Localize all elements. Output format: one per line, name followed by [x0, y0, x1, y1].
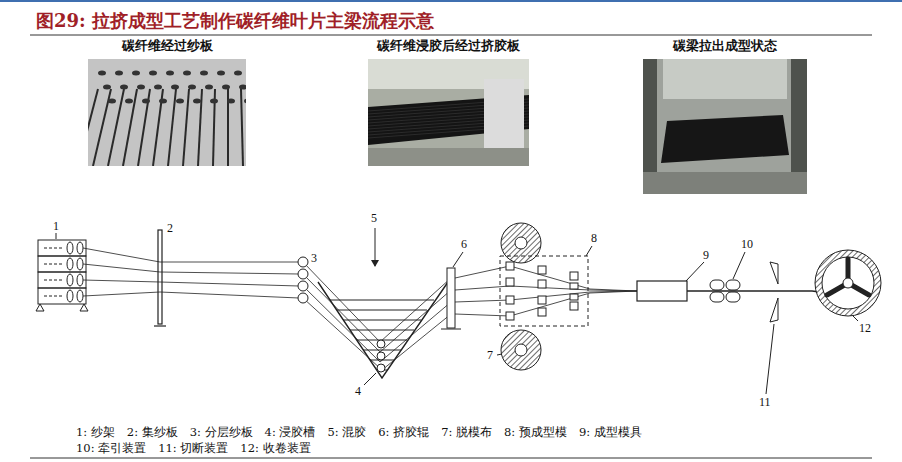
puller — [710, 252, 745, 302]
forming-die — [637, 262, 826, 301]
part-key: 9: 成型模具 — [579, 425, 642, 440]
callout-number: 8 — [590, 232, 598, 245]
gathering-plate — [154, 230, 166, 326]
part-key: 11: 切断装置 — [158, 441, 228, 456]
callout-number: 7 — [486, 349, 494, 362]
title-rule — [30, 35, 872, 36]
photo-caption: 碳纤维经过纱板 — [84, 38, 250, 55]
photo-panel: 碳梁拉出成型状态 — [640, 38, 810, 194]
callout-number: 5 — [370, 212, 378, 225]
top-rule — [0, 0, 902, 2]
part-key: 7: 脱模布 — [441, 425, 492, 440]
photo-panel: 碳纤维浸胶后经过挤胶板 — [352, 38, 544, 166]
part-key: 3: 分层纱板 — [190, 425, 253, 440]
callout-number: 3 — [310, 252, 318, 265]
part-key: 10: 牵引装置 — [76, 441, 146, 456]
part-key: 6: 挤胶辊 — [378, 425, 429, 440]
layer-plate — [298, 257, 308, 303]
photo — [368, 59, 529, 166]
preform-die — [500, 246, 592, 326]
callout-number: 6 — [460, 238, 468, 251]
part-key: 1: 纱架 — [76, 425, 115, 440]
cutter — [766, 262, 778, 394]
callout-number: 1 — [52, 220, 60, 233]
part-key: 4: 浸胶槽 — [265, 425, 316, 440]
callout-number: 4 — [354, 385, 362, 398]
photo-caption: 碳梁拉出成型状态 — [640, 38, 810, 55]
callout-number: 2 — [166, 222, 174, 235]
legend-row: 10: 牵引装置 11: 切断装置 12: 收卷装置 — [76, 441, 323, 456]
callout-number: 9 — [702, 249, 710, 262]
fiber-bundles — [83, 248, 637, 370]
part-key: 5: 混胶 — [327, 425, 366, 440]
photo-caption: 碳纤维浸胶后经过挤胶板 — [352, 38, 544, 55]
part-key: 12: 收卷装置 — [240, 441, 310, 456]
legend-row: 1: 纱架 2: 集纱板 3: 分层纱板 4: 浸胶槽 5: 混胶 6: 挤胶辊 7: 脱模… — [76, 425, 654, 440]
callout-number: 12 — [858, 322, 872, 335]
photo — [88, 59, 246, 166]
callout-number: 11 — [758, 396, 772, 409]
figure-title: 图29: 拉挤成型工艺制作碳纤维叶片主梁流程示意 — [36, 9, 434, 33]
winder — [815, 250, 881, 321]
squeeze-roller — [441, 252, 463, 329]
photo — [643, 59, 807, 194]
part-key: 2: 集纱板 — [127, 425, 178, 440]
callout-number: 10 — [740, 238, 754, 251]
photo-panel: 碳纤维经过纱板 — [84, 38, 250, 166]
bottom-rule — [30, 458, 872, 459]
release-cloth-rolls — [497, 223, 541, 370]
creel — [36, 232, 88, 311]
resin-arrow — [375, 228, 376, 266]
resin-tank — [318, 282, 448, 385]
part-key: 8: 预成型模 — [504, 425, 567, 440]
